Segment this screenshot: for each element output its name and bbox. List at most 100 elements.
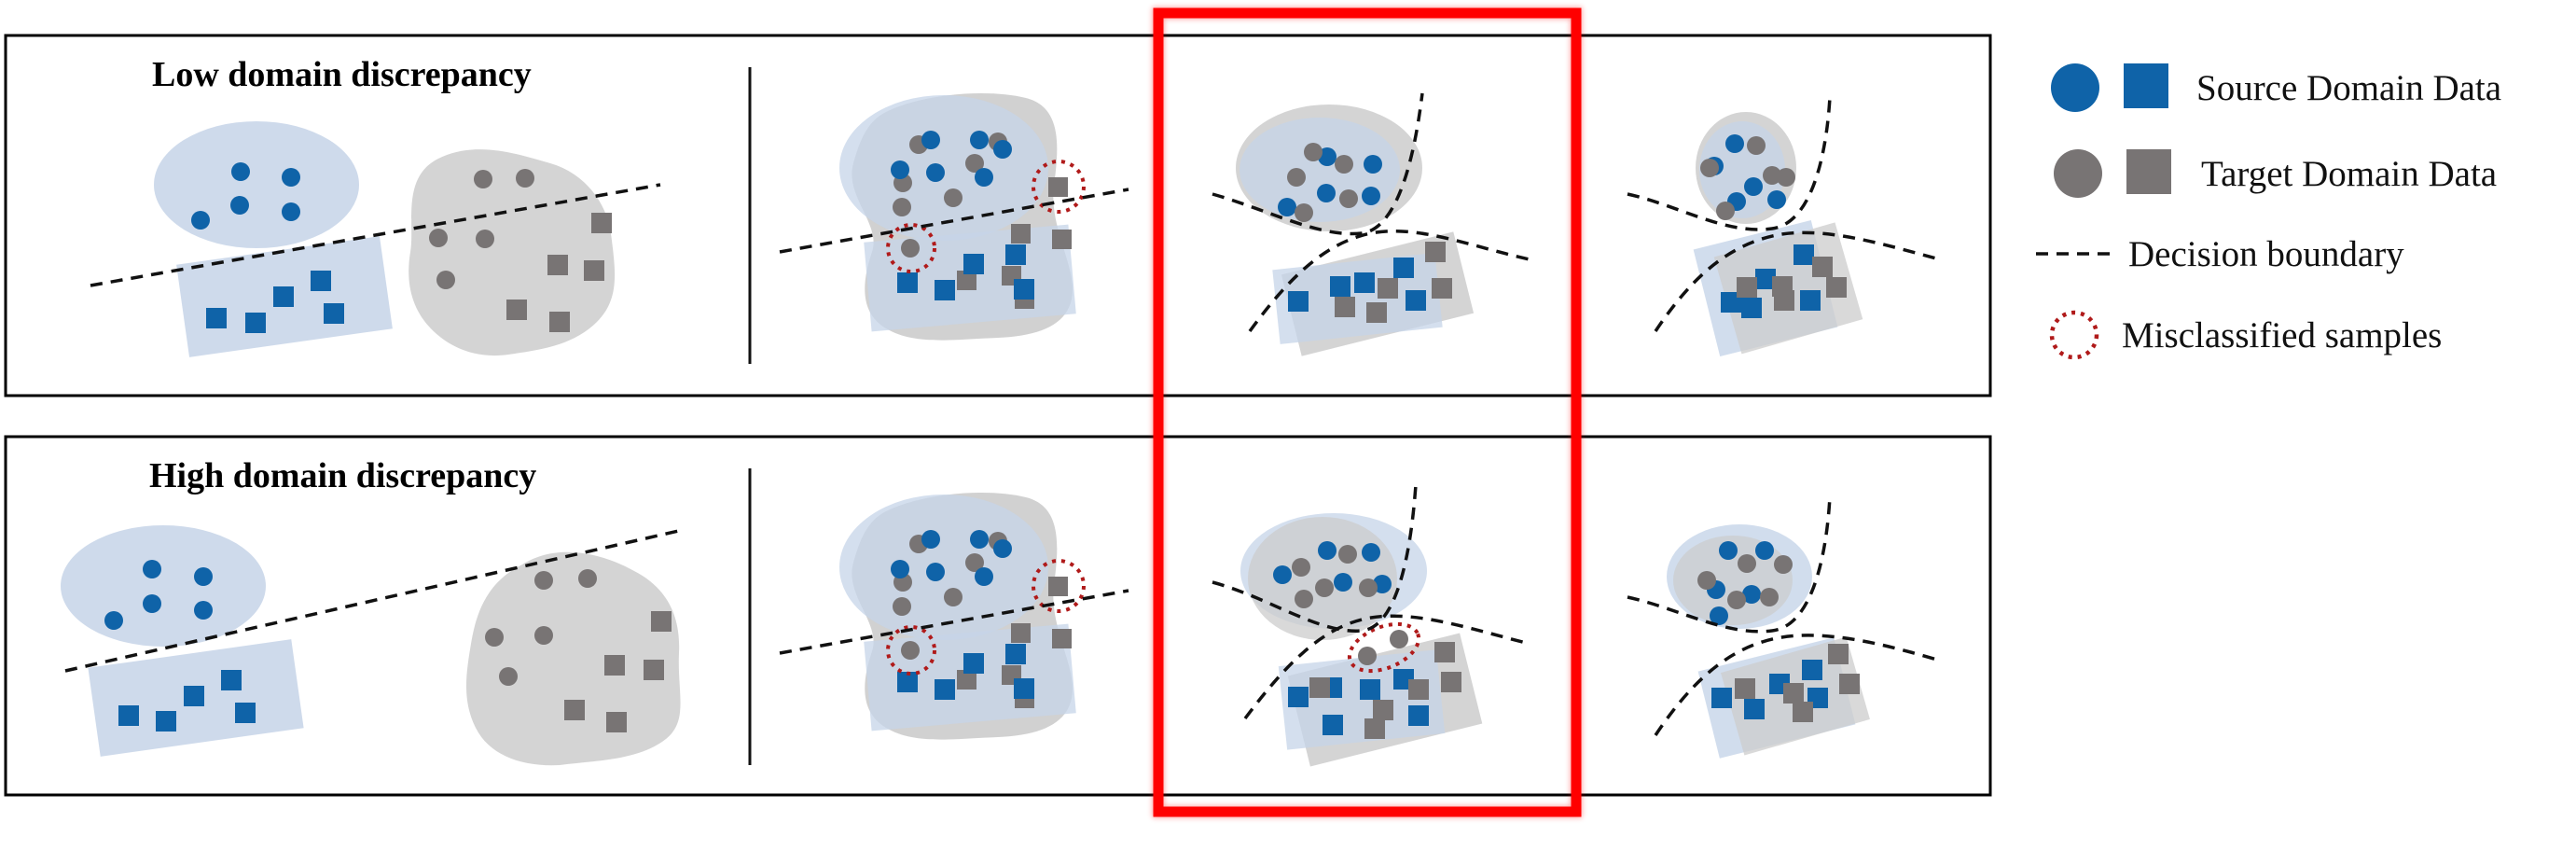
source-square bbox=[897, 272, 918, 293]
target-samples bbox=[1292, 545, 1461, 739]
source-region bbox=[839, 95, 1048, 241]
legend-label: Misclassified samples bbox=[2122, 315, 2442, 355]
source-circle bbox=[891, 160, 909, 179]
target-square bbox=[1434, 642, 1455, 662]
decision-boundary bbox=[1212, 92, 1424, 236]
target-square bbox=[1335, 297, 1355, 317]
target-square bbox=[1783, 683, 1804, 704]
target-circle bbox=[1338, 545, 1357, 564]
target-square bbox=[1048, 177, 1068, 197]
target-circle bbox=[944, 588, 963, 606]
source-square bbox=[156, 711, 176, 732]
source-circle bbox=[1362, 187, 1380, 205]
legend-label: Source Domain Data bbox=[2196, 68, 2501, 108]
target-square bbox=[1812, 257, 1833, 277]
target-circle bbox=[1295, 203, 1313, 222]
source-circle bbox=[1742, 585, 1761, 604]
source-circle bbox=[993, 539, 1012, 558]
source-circle bbox=[1364, 155, 1382, 174]
source-circle bbox=[1744, 177, 1763, 196]
source-circle bbox=[1278, 198, 1296, 216]
target-circle bbox=[965, 154, 984, 173]
target-square bbox=[1052, 629, 1072, 648]
source-circle bbox=[231, 162, 250, 181]
target-circle bbox=[534, 626, 553, 645]
row-title: Low domain discrepancy bbox=[152, 55, 532, 94]
source-region bbox=[154, 121, 359, 248]
source-circle bbox=[191, 211, 210, 230]
legend-label: Target Domain Data bbox=[2201, 154, 2497, 194]
target-circle bbox=[965, 553, 984, 572]
target-circle bbox=[436, 271, 455, 289]
panel-final bbox=[1627, 495, 1941, 759]
source-circle bbox=[1362, 543, 1380, 562]
target-square bbox=[549, 312, 570, 332]
legend-item-source: Source Domain Data bbox=[2051, 63, 2501, 112]
target-square bbox=[1378, 278, 1398, 299]
target-circle bbox=[893, 198, 911, 216]
source-circle bbox=[891, 560, 909, 578]
source-square bbox=[184, 686, 204, 706]
target-circle bbox=[1359, 578, 1378, 597]
legend-source-circle bbox=[2051, 63, 2099, 112]
target-square bbox=[1432, 278, 1452, 299]
legend: Source Domain Data Target Domain Data De… bbox=[2036, 63, 2501, 360]
target-square bbox=[1737, 277, 1757, 298]
target-samples bbox=[1287, 143, 1452, 323]
target-square bbox=[1735, 678, 1755, 699]
source-samples bbox=[1278, 147, 1426, 312]
source-circle bbox=[230, 196, 249, 215]
target-samples bbox=[1700, 136, 1847, 311]
source-square bbox=[1360, 679, 1380, 700]
target-circle bbox=[578, 569, 597, 588]
target-circle bbox=[1335, 155, 1353, 174]
panel-partial-alignment bbox=[779, 493, 1129, 740]
target-circle bbox=[1738, 554, 1756, 573]
source-square bbox=[1744, 699, 1765, 719]
misclassified-marker bbox=[1032, 160, 1086, 214]
target-circle bbox=[893, 597, 911, 616]
source-circle bbox=[926, 563, 945, 581]
target-square bbox=[604, 655, 625, 676]
target-square bbox=[1052, 230, 1072, 249]
target-circle bbox=[534, 571, 553, 590]
target-square bbox=[1828, 644, 1849, 664]
source-region bbox=[61, 525, 266, 647]
target-circle bbox=[1700, 159, 1719, 177]
legend-item-misclassified: Misclassified samples bbox=[2049, 310, 2442, 360]
target-circle bbox=[499, 667, 518, 686]
target-circle bbox=[429, 229, 448, 247]
target-region bbox=[409, 149, 616, 356]
source-circle bbox=[143, 594, 161, 613]
source-square bbox=[1014, 279, 1034, 300]
decision-boundary bbox=[1654, 634, 1941, 736]
source-circle bbox=[282, 168, 300, 187]
target-region bbox=[466, 551, 681, 766]
target-square bbox=[1425, 242, 1446, 262]
panel-aligned bbox=[1212, 484, 1530, 767]
source-square bbox=[897, 672, 918, 692]
target-circle bbox=[1292, 558, 1310, 577]
source-square bbox=[963, 653, 984, 674]
target-circle bbox=[1358, 647, 1377, 665]
misclassified-marker bbox=[886, 223, 936, 273]
source-region bbox=[1240, 118, 1400, 222]
source-circle bbox=[970, 131, 989, 149]
misclassified-marker bbox=[886, 625, 936, 676]
target-circle bbox=[1760, 588, 1779, 606]
source-square bbox=[1711, 688, 1732, 708]
panel-initial bbox=[90, 121, 661, 357]
source-square bbox=[1802, 660, 1822, 680]
decision-boundary bbox=[1248, 229, 1530, 333]
target-circle bbox=[516, 169, 534, 188]
target-circle bbox=[901, 239, 920, 258]
source-square bbox=[324, 303, 344, 324]
target-circle bbox=[1295, 590, 1313, 608]
target-square bbox=[1774, 290, 1794, 311]
source-circle bbox=[104, 611, 123, 630]
source-square bbox=[1005, 244, 1026, 265]
target-samples bbox=[429, 169, 612, 332]
source-square bbox=[1288, 291, 1309, 312]
